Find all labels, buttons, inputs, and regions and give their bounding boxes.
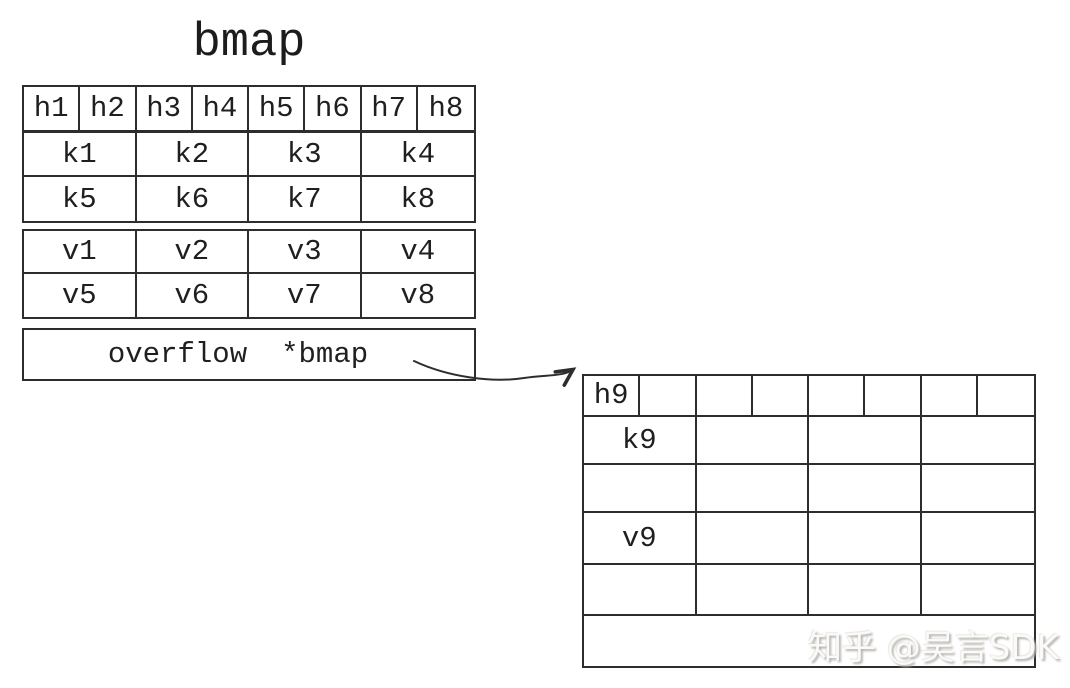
- key-cell: [584, 465, 697, 511]
- value-cell: [697, 565, 809, 614]
- key-cell: k8: [400, 182, 436, 216]
- value-cell: [697, 513, 809, 563]
- value-cell: v9: [584, 513, 697, 563]
- tophash-cell: h4: [193, 87, 249, 130]
- tophash-cell: [697, 376, 753, 415]
- value-cell: v5: [24, 274, 137, 317]
- overflow-field-type: *bmap: [281, 338, 369, 371]
- key-cell: [697, 417, 809, 463]
- values-row: v1 v2 v3 v4: [24, 231, 474, 274]
- tophash-cell: h5: [249, 87, 306, 130]
- key-cell: [809, 417, 922, 463]
- tophash-cell: h9: [584, 376, 641, 415]
- key-cell: k3: [249, 133, 362, 175]
- value-cell: [922, 513, 1035, 563]
- bucket-overflow-row: overflow *bmap: [22, 328, 476, 381]
- key-cell: k5: [24, 177, 137, 221]
- key-cell: [697, 465, 809, 511]
- bucket-values-block: v1 v2 v3 v4 v5 v6 v7 v8: [22, 229, 476, 319]
- value-cell: v4: [400, 235, 436, 268]
- tophash-cell: h6: [305, 87, 362, 130]
- value-cell: v7: [249, 274, 362, 317]
- tophash-cell: [640, 376, 697, 415]
- tophash-cell: [978, 376, 1034, 415]
- overflow-tophash-row: h9: [584, 376, 1034, 417]
- key-cell: [922, 465, 1035, 511]
- value-cell: v1: [24, 231, 137, 272]
- bucket-keys-block: k1 k2 k3 k4 k5 k6 k7 k8: [22, 131, 476, 223]
- keys-row: k5 k6 k7 k8: [24, 177, 474, 221]
- value-cell: [922, 565, 1035, 614]
- tophash-cell: h8: [428, 92, 464, 125]
- key-cell: k2: [137, 133, 249, 175]
- values-row: v5 v6 v7 v8: [24, 274, 474, 317]
- overflow-bucket-table: h9 k9 v9: [582, 374, 1036, 668]
- key-cell: k7: [249, 177, 362, 221]
- value-cell: v6: [137, 274, 249, 317]
- overflow-field-label: overflow: [107, 338, 248, 371]
- tophash-cell: h1: [24, 87, 81, 130]
- tophash-cell: h3: [137, 87, 193, 130]
- key-cell: k1: [24, 133, 137, 175]
- overflow-values-row: v9: [584, 513, 1034, 565]
- tophash-cell: [809, 376, 866, 415]
- key-cell: [922, 417, 1035, 463]
- value-cell: v2: [137, 231, 249, 272]
- value-cell: v3: [249, 231, 362, 272]
- value-cell: [809, 565, 922, 614]
- diagram-title: bmap: [192, 17, 306, 70]
- bucket-tophash-row: h1 h2 h3 h4 h5 h6 h7 h8: [22, 85, 476, 132]
- value-cell: v8: [400, 279, 436, 312]
- tophash-cell: h7: [362, 87, 418, 130]
- overflow-keys-row: k9: [584, 417, 1034, 465]
- tophash-cell: [865, 376, 922, 415]
- tophash-cell: [753, 376, 809, 415]
- key-cell: k6: [137, 177, 249, 221]
- overflow-values-row: [584, 565, 1034, 616]
- overflow-keys-row: [584, 465, 1034, 513]
- key-cell: k4: [400, 137, 436, 171]
- keys-row: k1 k2 k3 k4: [24, 133, 474, 177]
- watermark-text: 知乎 @吴言SDK: [808, 628, 1059, 668]
- key-cell: k9: [584, 417, 697, 463]
- tophash-cell: h2: [80, 87, 137, 130]
- value-cell: [809, 513, 922, 563]
- tophash-cell: [922, 376, 978, 415]
- value-cell: [584, 565, 697, 614]
- key-cell: [809, 465, 922, 511]
